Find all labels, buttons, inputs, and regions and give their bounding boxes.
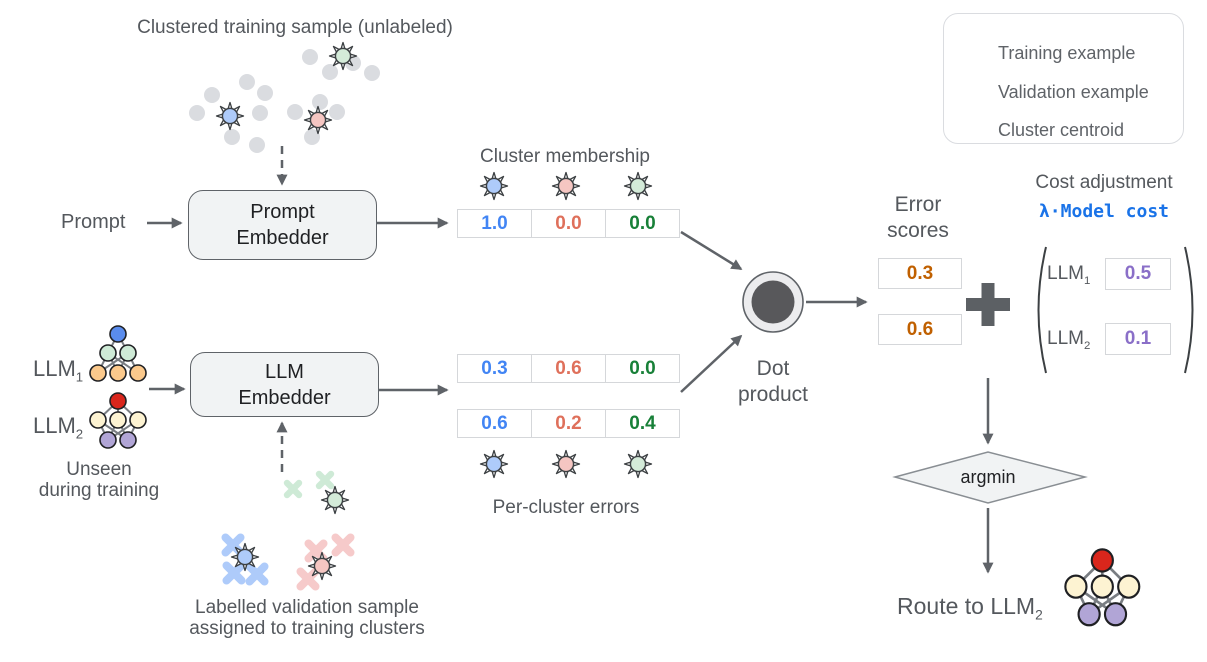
llm-embedder-line1: LLM (265, 360, 304, 383)
centroid-green-icon (328, 41, 358, 71)
membership-cell: 0.0 (605, 209, 680, 238)
per-cluster-errors-row1: 0.3 0.6 0.0 (457, 354, 680, 383)
error-score-box: 0.3 (878, 258, 962, 289)
errors-centroid-pink-icon (551, 449, 581, 479)
validation-centroid-green-icon (320, 485, 350, 515)
cluster-membership-table: 1.0 0.0 0.0 (457, 209, 680, 238)
prompt-embedder-line2: Embedder (236, 227, 329, 249)
cost-parentheses (1037, 246, 1194, 374)
cost-adjustment-title: Cost adjustment (1035, 172, 1173, 193)
training-example-dots (189, 49, 380, 153)
route-label: Route to LLM2 (897, 593, 1043, 623)
errors-centroid-green-icon (623, 449, 653, 479)
validation-centroid-pink-icon (307, 551, 337, 581)
error-scores-title: Error scores (887, 193, 949, 243)
plus-icon (966, 283, 1010, 326)
dot-product-icon (742, 271, 804, 333)
clustered-sample-title: Clustered training sample (unlabeled) (137, 17, 453, 38)
llm2-network-icon (89, 392, 147, 449)
legend-item-training: Training example (998, 43, 1136, 63)
membership-cell: 1.0 (457, 209, 532, 238)
cost-value-box: 0.1 (1105, 323, 1171, 355)
per-cluster-errors-row2: 0.6 0.2 0.4 (457, 409, 680, 438)
centroid-blue-icon (215, 101, 245, 131)
errors-cell: 0.3 (457, 354, 532, 383)
membership-centroid-pink-icon (551, 171, 581, 201)
membership-centroid-blue-icon (479, 171, 509, 201)
route-llm2-network-icon (1063, 548, 1141, 627)
centroid-pink-icon (303, 105, 333, 135)
errors-cell: 0.4 (605, 409, 680, 438)
arrow-errors-to-dot-product (680, 334, 743, 393)
unseen-caption: Unseen during training (38, 459, 160, 502)
errors-centroid-blue-icon (479, 449, 509, 479)
prompt-embedder-box: Prompt Embedder (188, 190, 377, 260)
cluster-membership-title: Cluster membership (480, 146, 650, 167)
errors-cell: 0.0 (605, 354, 680, 383)
llm-embedder-line2: Embedder (238, 386, 331, 409)
per-cluster-errors-title: Per-cluster errors (492, 497, 640, 518)
errors-cell: 0.2 (531, 409, 606, 438)
validation-centroid-blue-icon (230, 542, 260, 572)
cost-row-llm2-label: LLM2 (1047, 328, 1091, 352)
llm2-label: LLM2 (33, 413, 84, 442)
legend-item-validation: Validation example (998, 82, 1149, 102)
argmin-label: argmin (960, 467, 1016, 487)
llm-embedder-box: LLM Embedder (190, 352, 379, 417)
cost-adjustment-formula: λ·Model cost (1038, 201, 1170, 222)
error-score-box: 0.6 (878, 314, 962, 345)
errors-cell: 0.6 (531, 354, 606, 383)
cost-value-box: 0.5 (1105, 258, 1171, 290)
legend-box: Training example Validation example Clus… (943, 13, 1184, 144)
prompt-embedder-line1: Prompt (250, 201, 315, 223)
llm1-label: LLM1 (33, 356, 84, 385)
argmin-diamond (892, 451, 1088, 504)
llm1-network-icon (89, 325, 147, 382)
membership-centroid-green-icon (623, 171, 653, 201)
arrow-membership-to-dot-product (680, 230, 743, 271)
errors-cell: 0.6 (457, 409, 532, 438)
legend-item-centroid: Cluster centroid (998, 120, 1125, 140)
cost-row-llm1-label: LLM1 (1047, 263, 1091, 287)
dot-product-label: Dot product (737, 357, 809, 407)
membership-cell: 0.0 (531, 209, 606, 238)
validation-caption: Labelled validation sample assigned to t… (189, 597, 425, 640)
prompt-label: Prompt (61, 211, 126, 233)
